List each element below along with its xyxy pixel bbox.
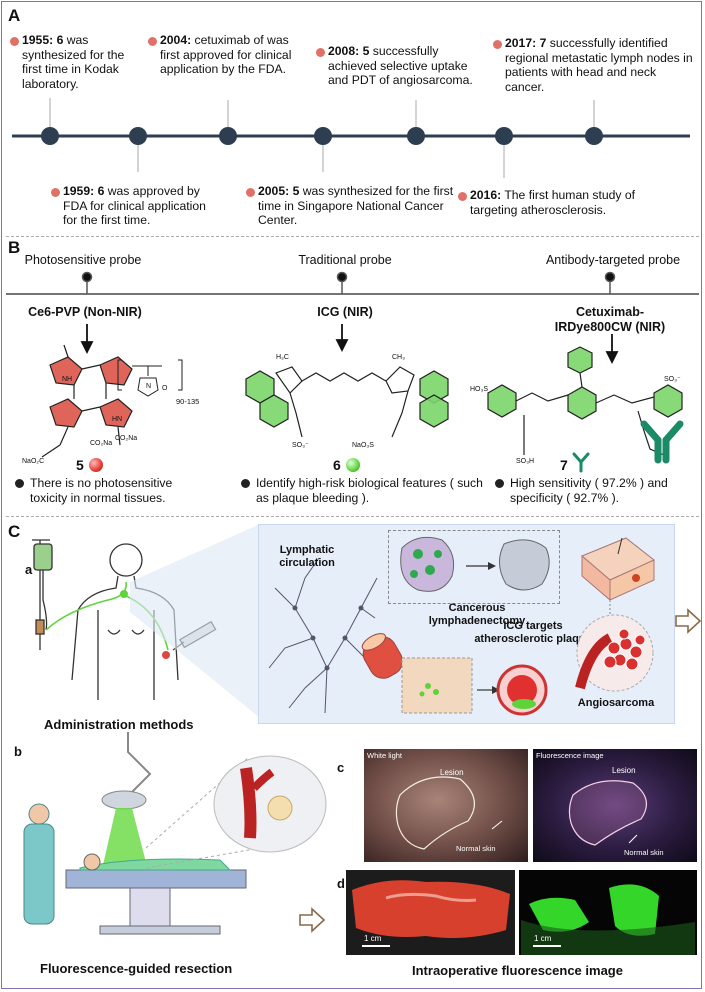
compound-number-6: 6 <box>333 457 341 473</box>
label-fluorescence-image: Fluorescence image <box>536 751 604 760</box>
sub-label-b: b <box>14 744 22 759</box>
ce6-structure: NH HN CO₂Na CO₂Na NaO₂C <box>22 344 137 465</box>
tissue-red <box>352 880 510 947</box>
timeline <box>12 98 690 178</box>
label-cancerous: Cancerous lymphadenectomy <box>428 602 526 627</box>
timeline-node <box>495 127 513 145</box>
lymph-node-box <box>388 530 560 604</box>
svg-text:SO₃H: SO₃H <box>516 458 534 465</box>
arrow-right-hollow-bottom <box>299 907 326 933</box>
svg-text:CO₂Na: CO₂Na <box>115 435 137 442</box>
timeline-event-2016: 2016: The first human study of targeting… <box>458 188 670 217</box>
probe-type-traditional: Traditional probe <box>298 253 392 267</box>
fluorescence-lesion-outline <box>568 780 648 846</box>
tissue-green <box>521 884 695 955</box>
panel-label-a: A <box>8 6 21 25</box>
timeline-node <box>129 127 147 145</box>
probe-name-cetuximab: Cetuximab-IRDye800CW (NIR) <box>554 305 666 334</box>
timeline-event-2005: 2005: 5 was synthesized for the first ti… <box>246 184 458 228</box>
svg-text:O: O <box>162 385 168 392</box>
pvp-subscript: 90-135 <box>176 397 200 406</box>
timeline-node <box>585 127 603 145</box>
irdye-structure: HO₃S SO₃⁻ SO₃H <box>470 346 683 465</box>
timeline-node <box>219 127 237 145</box>
sub-label-d: d <box>337 876 345 891</box>
probe-type-photosensitive: Photosensitive probe <box>24 253 142 267</box>
note-ce6: There is no photosensitive toxicity in n… <box>15 476 200 506</box>
divider-b-c <box>6 516 699 517</box>
caption-intraoperative: Intraoperative fluorescence image <box>412 963 623 978</box>
svg-text:SO₃⁻: SO₃⁻ <box>292 442 309 449</box>
svg-text:NaO₂C: NaO₂C <box>22 458 44 465</box>
scale-label-right: 1 cm <box>534 934 552 943</box>
panel-label-c: C <box>8 522 21 541</box>
svg-text:CO₂Na: CO₂Na <box>90 440 112 447</box>
scale-label-left: 1 cm <box>364 934 382 943</box>
compound-number-7: 7 <box>560 457 568 473</box>
icg-structure: H₃C CH₃ SO₃⁻ NaO₃S <box>245 354 449 449</box>
arrows-down <box>80 324 619 365</box>
timeline-event-1959: 1959: 6 was approved by FDA for clinical… <box>51 184 213 228</box>
sub-label-c: c <box>337 760 345 775</box>
skin-illustration <box>581 537 655 602</box>
lymph-node-illustration <box>400 536 550 592</box>
probe-connector-line <box>6 271 699 295</box>
svg-text:HN: HN <box>112 416 122 423</box>
label-angiosarcoma: Angiosarcoma <box>577 697 655 709</box>
probe-type-antibody: Antibody-targeted probe <box>545 253 681 267</box>
divider-a-b <box>6 236 699 237</box>
note-cetuximab: High sensitivity ( 97.2% ) and specifici… <box>495 476 680 506</box>
timeline-node <box>41 127 59 145</box>
caption-administration: Administration methods <box>44 717 194 732</box>
label-white-light: White light <box>367 751 403 760</box>
timeline-event-2008: 2008: 5 successfully achieved selective … <box>316 44 483 88</box>
svg-text:CH₃: CH₃ <box>392 354 405 361</box>
label-lesion-right: Lesion <box>612 766 636 775</box>
svg-text:N: N <box>146 383 151 390</box>
label-lymphatic: Lymphatic circulation <box>279 544 335 569</box>
svg-text:HO₃S: HO₃S <box>470 386 488 393</box>
note-icg: Identify high-risk biological features (… <box>241 476 486 506</box>
ball-red <box>89 458 103 472</box>
antibody-icon-large <box>640 420 684 464</box>
fluorescence-image <box>533 749 697 862</box>
probe-name-icg: ICG (NIR) <box>317 305 373 319</box>
panel-label-b: B <box>8 238 21 257</box>
white-light-image <box>364 749 528 862</box>
arrow-right-hollow-top <box>675 608 702 634</box>
timeline-event-2017: 2017: 7 successfully identified regional… <box>493 36 695 94</box>
ball-green <box>346 458 360 472</box>
timeline-node <box>407 127 425 145</box>
operating-room-illustration <box>23 732 327 935</box>
caption-fluorescence-guided: Fluorescence-guided resection <box>40 961 233 976</box>
compound-number-5: 5 <box>76 457 84 473</box>
svg-text:NH: NH <box>62 376 72 383</box>
label-icg-targets: ICG targets atherosclerotic plaque <box>474 620 592 645</box>
white-light-lesion-outline <box>395 776 503 850</box>
pvp-structure: N O <box>117 359 183 397</box>
timeline-node <box>314 127 332 145</box>
antibody-icon-small <box>572 452 590 473</box>
plaque-illustration <box>361 633 548 716</box>
probe-name-ce6: Ce6-PVP (Non-NIR) <box>28 305 142 319</box>
timeline-event-1955: 1955: 6 was synthesized for the first ti… <box>10 33 140 91</box>
callout-funnel <box>130 524 260 718</box>
label-normal-skin-left: Normal skin <box>456 844 496 853</box>
label-lesion-left: Lesion <box>440 768 464 777</box>
svg-text:SO₃⁻: SO₃⁻ <box>664 376 681 383</box>
angiosarcoma-illustration <box>575 600 654 692</box>
timeline-event-2004: 2004: cetuximab of was first approved fo… <box>148 33 300 77</box>
sub-label-a: a <box>25 562 33 577</box>
svg-text:NaO₃S: NaO₃S <box>352 442 374 449</box>
label-normal-skin-right: Normal skin <box>624 848 664 857</box>
svg-text:H₃C: H₃C <box>276 354 289 361</box>
